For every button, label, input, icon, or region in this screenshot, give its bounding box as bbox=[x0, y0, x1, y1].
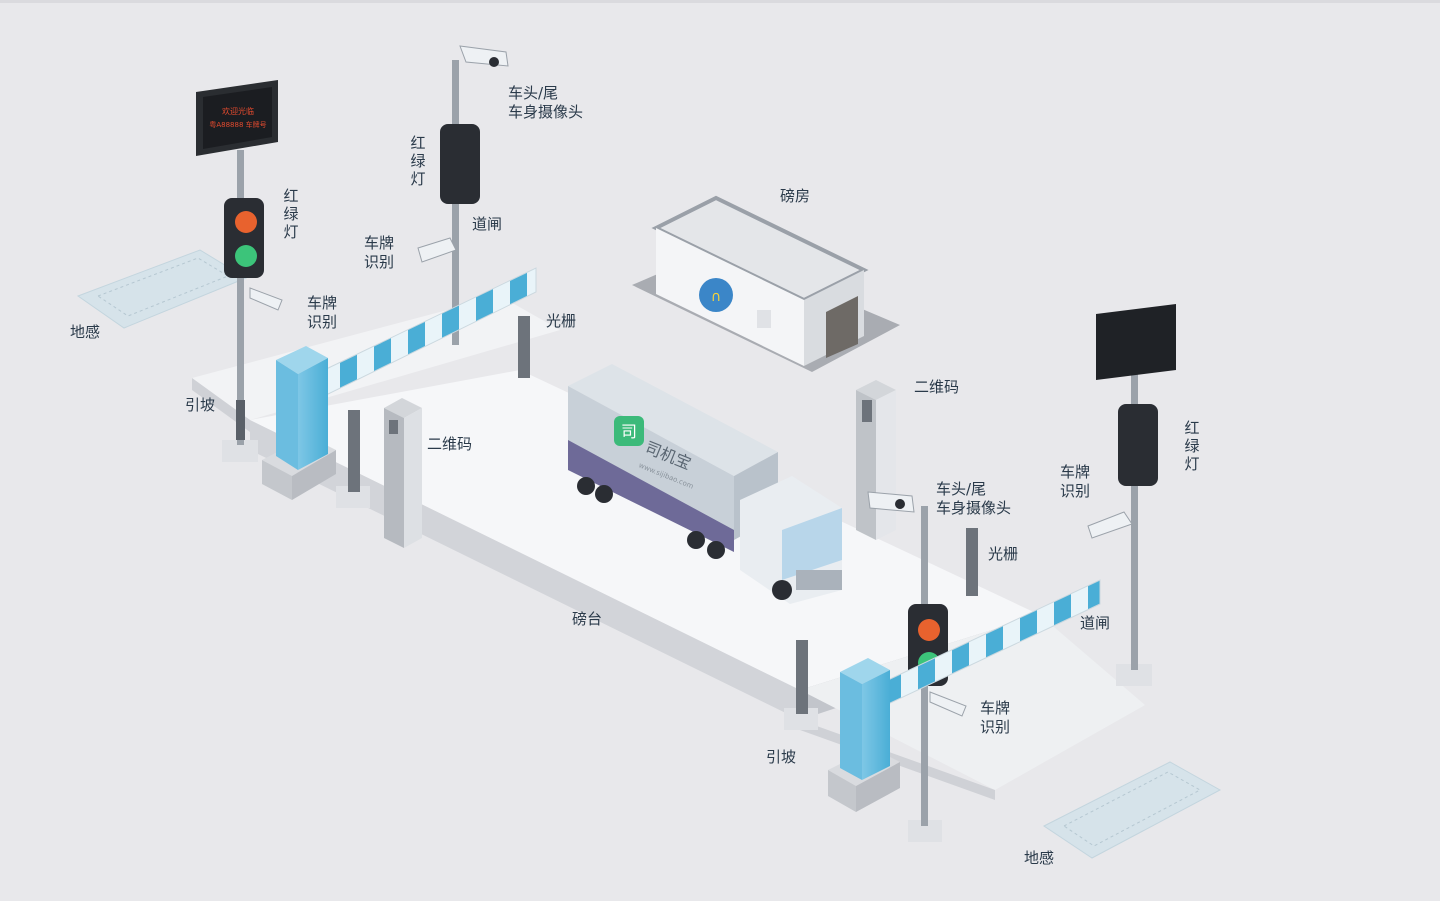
top-border bbox=[0, 0, 1440, 3]
label-barrier-gate-right: 道闸 bbox=[1080, 614, 1111, 632]
label-light-curtain-right: 光栅 bbox=[988, 545, 1019, 563]
left-camera-pole bbox=[417, 45, 509, 345]
label-head-tail-camera-left: 车头/尾车身摄像头 bbox=[508, 84, 584, 121]
label-light-curtain-left: 光栅 bbox=[546, 312, 577, 330]
left-signal-pole bbox=[196, 80, 283, 462]
led-screen-line-2: 粤A88888 车牌号 bbox=[209, 120, 266, 129]
weigh-room-building: ∩ bbox=[632, 195, 900, 372]
label-qr-code-left: 二维码 bbox=[427, 435, 473, 453]
label-weigh-room: 磅房 bbox=[780, 187, 811, 205]
qr-totem-left bbox=[384, 398, 422, 548]
label-traffic-light-right: 红绿灯 bbox=[1184, 419, 1200, 473]
label-ground-sensor-right: 地感 bbox=[1024, 849, 1055, 867]
ground-sensor-right bbox=[1043, 761, 1222, 859]
label-traffic-light-mid: 红绿灯 bbox=[410, 134, 426, 188]
label-ramp-left: 引坡 bbox=[185, 396, 216, 414]
label-head-tail-camera-right: 车头/尾车身摄像头 bbox=[936, 480, 1012, 517]
svg-text:∩: ∩ bbox=[711, 289, 721, 305]
label-plate-recognition-right: 车牌识别 bbox=[1060, 463, 1091, 500]
qr-totem-right bbox=[856, 380, 896, 540]
label-plate-recognition-left: 车牌识别 bbox=[307, 294, 338, 331]
label-ground-sensor-left: 地感 bbox=[70, 323, 101, 341]
label-plate-recognition-bottom: 车牌识别 bbox=[980, 699, 1011, 736]
label-qr-code-right: 二维码 bbox=[914, 378, 960, 396]
label-weigh-platform: 磅台 bbox=[572, 610, 603, 628]
svg-text:司: 司 bbox=[621, 422, 637, 441]
barrier-gate-right bbox=[828, 579, 1101, 812]
label-traffic-light-left: 红绿灯 bbox=[283, 187, 299, 241]
truck: 司 bbox=[568, 364, 842, 604]
barrier-gate-left bbox=[262, 267, 537, 500]
light-curtain-left bbox=[336, 316, 530, 508]
label-plate-recognition-mid: 车牌识别 bbox=[364, 234, 395, 271]
led-screen-line-1: 欢迎光临 bbox=[222, 106, 254, 116]
label-barrier-gate-left: 道闸 bbox=[472, 215, 503, 233]
label-ramp-right: 引坡 bbox=[766, 748, 797, 766]
far-right-signal-pole bbox=[1087, 304, 1176, 686]
light-curtain-right bbox=[784, 528, 978, 730]
ground-sensor-left bbox=[76, 249, 248, 329]
